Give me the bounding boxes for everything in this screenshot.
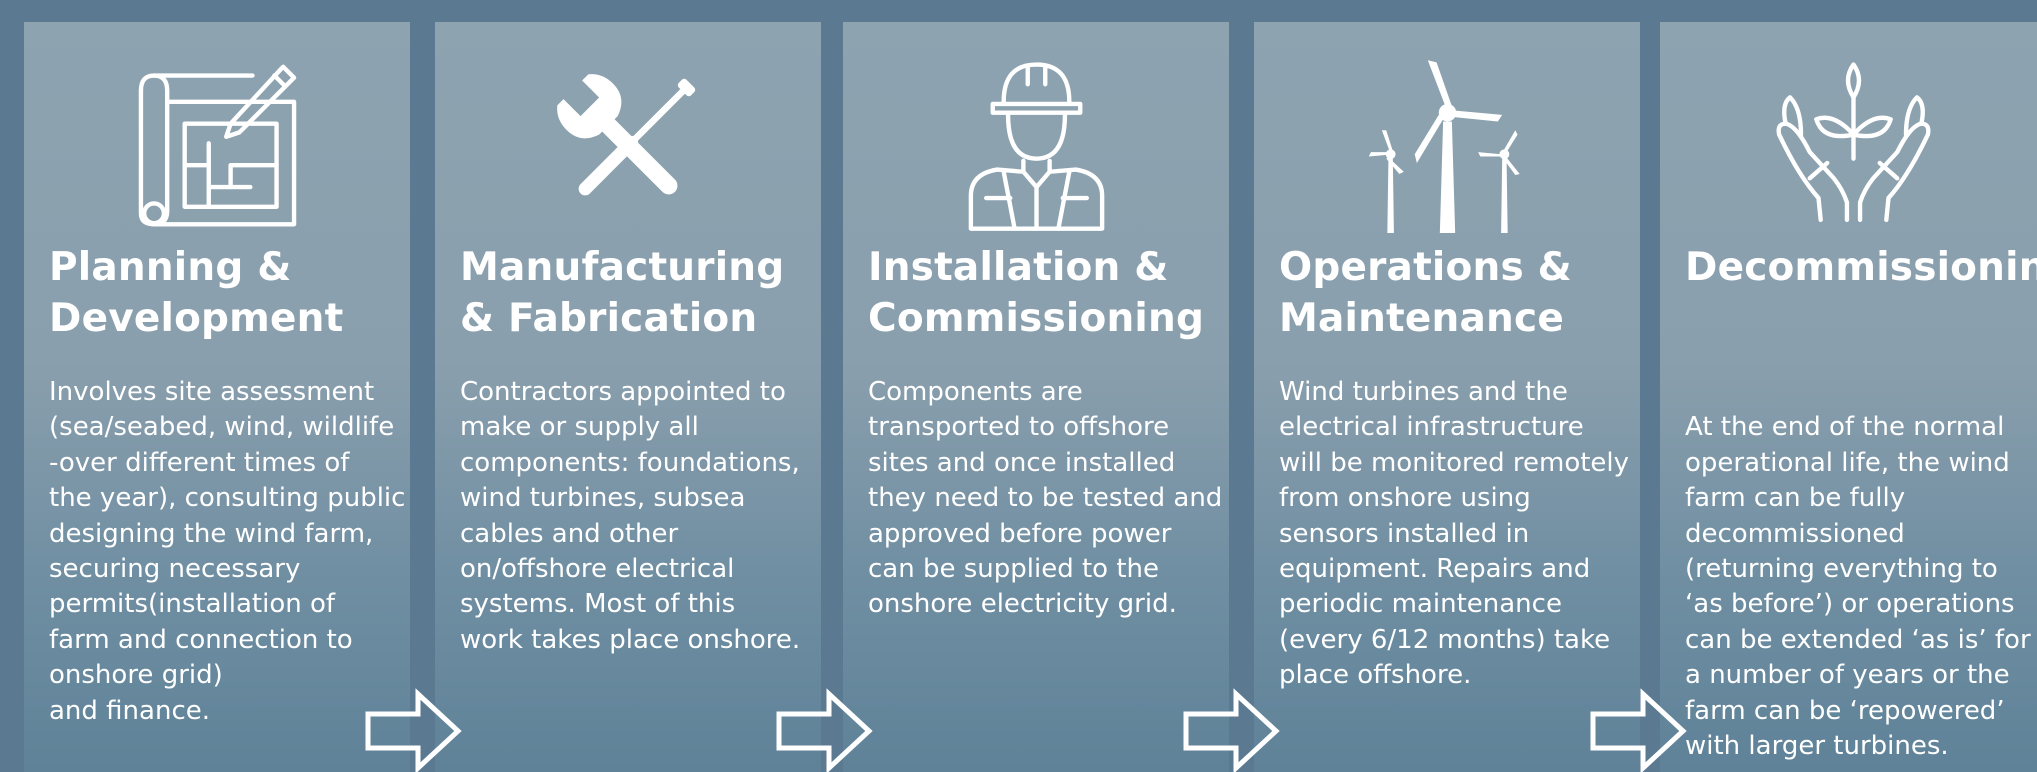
- stage-description: Wind turbines and the electrical infrast…: [1279, 377, 1630, 691]
- hands-plant-icon: [1660, 50, 2037, 240]
- stage-description: Components are transported to offshore s…: [868, 377, 1223, 620]
- stage-panel-planning: Planning & Development Involves site ass…: [24, 22, 410, 772]
- arrow-right-icon: [776, 688, 873, 772]
- stage-panel-manufacturing: Manufacturing & Fabrication Contractors …: [435, 22, 821, 772]
- stage-panel-operations: Operations & Maintenance Wind turbines a…: [1254, 22, 1640, 772]
- wrench-screwdriver-icon: [435, 50, 821, 240]
- stage-title: Manufacturing & Fabrication: [460, 245, 785, 341]
- stage-panel-decommissioning: Decommissioning At the end of the normal…: [1660, 22, 2037, 772]
- stage-title: Decommissioning: [1685, 245, 2037, 290]
- stage-title: Operations & Maintenance: [1279, 245, 1572, 341]
- blueprint-pencil-icon: [24, 50, 410, 240]
- stage-title: Installation & Commissioning: [868, 245, 1205, 341]
- stage-description: Contractors appointed to make or supply …: [460, 377, 801, 655]
- stage-description: At the end of the normal operational lif…: [1685, 412, 2031, 762]
- wind-turbines-icon: [1254, 50, 1640, 240]
- arrow-right-icon: [1590, 688, 1687, 772]
- stage-panel-installation: Installation & Commissioning Components …: [843, 22, 1229, 772]
- stage-description: Involves site assessment (sea/seabed, wi…: [49, 377, 406, 726]
- stage-title: Planning & Development: [49, 245, 344, 341]
- arrow-right-icon: [1183, 688, 1280, 772]
- arrow-right-icon: [365, 688, 462, 772]
- construction-worker-icon: [843, 50, 1229, 240]
